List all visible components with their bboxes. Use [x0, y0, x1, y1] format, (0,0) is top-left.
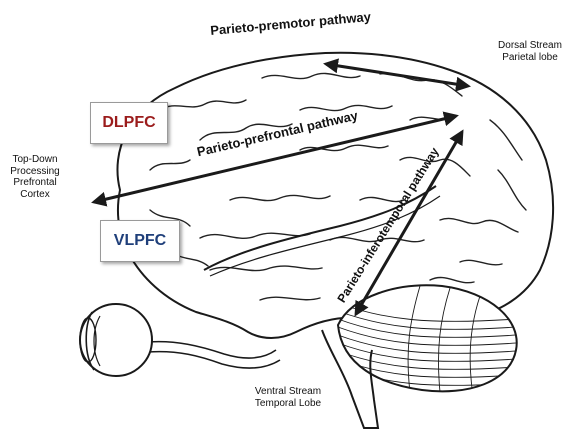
top-down-line-4: Cortex	[0, 189, 70, 201]
cerebellum-illustration	[330, 285, 530, 401]
top-down-line-1: Top-Down	[0, 154, 70, 166]
gyri-lines	[150, 73, 526, 300]
parieto-premotor-arrow	[326, 64, 468, 86]
top-down-label: Top-Down Processing Prefrontal Cortex	[0, 154, 70, 200]
ventral-stream-line-2: Temporal Lobe	[236, 398, 340, 410]
dorsal-stream-line-1: Dorsal Stream	[486, 40, 574, 52]
ventral-stream-line-1: Ventral Stream	[236, 386, 340, 398]
top-down-line-3: Prefrontal	[0, 177, 70, 189]
vlpfc-box: VLPFC	[100, 220, 180, 262]
dlpfc-box: DLPFC	[90, 102, 168, 144]
dorsal-stream-line-2: Parietal lobe	[486, 52, 574, 64]
top-down-line-2: Processing	[0, 166, 70, 178]
eye-illustration	[80, 304, 152, 376]
ventral-stream-label: Ventral Stream Temporal Lobe	[236, 386, 340, 409]
dorsal-stream-label: Dorsal Stream Parietal lobe	[486, 40, 574, 63]
